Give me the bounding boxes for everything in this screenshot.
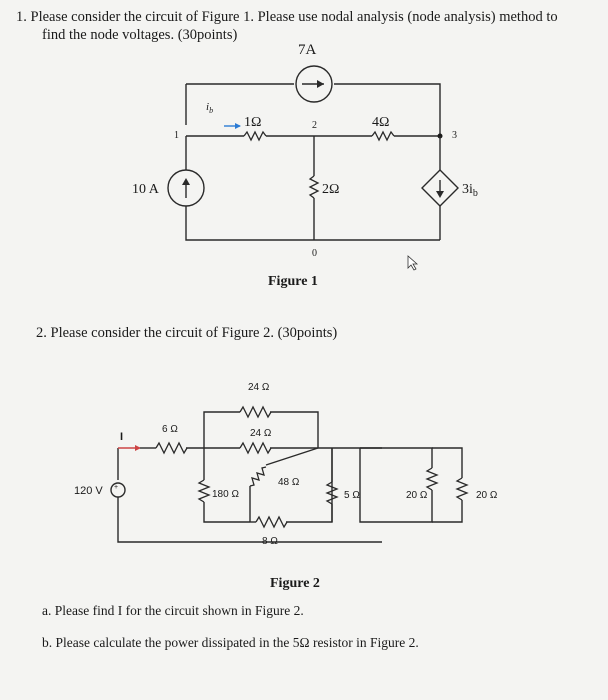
wire [432, 500, 463, 523]
resistor-2ohm [308, 175, 320, 199]
wire [265, 447, 319, 466]
part-b: b. Please calculate the power dissipated… [42, 635, 419, 650]
arrow-head [436, 191, 444, 198]
resistor-8ohm [255, 515, 288, 529]
resistor-5ohm [325, 481, 339, 505]
current-source-7a [295, 65, 333, 103]
question-1-line-1: 1. Please consider the circuit of Figure… [16, 9, 558, 25]
node-label-1: 1 [174, 130, 179, 141]
label-r1: 1Ω [244, 115, 261, 130]
arrow-head [182, 178, 190, 185]
label-10a: 10 A [132, 182, 160, 197]
figure-2-circuit: + 120 V I 6 Ω 24 Ω 24 Ω 180 Ω 48 Ω [74, 382, 498, 547]
label-180ohm: 180 Ω [212, 489, 239, 500]
node-label-3: 3 [452, 130, 457, 141]
resistor-20ohm-a [425, 467, 439, 491]
arrow-head [135, 445, 141, 451]
label-6ohm: 6 Ω [162, 424, 178, 435]
question-2: 2. Please consider the circuit of Figure… [36, 325, 338, 341]
resistor-24ohm-inner [239, 441, 272, 455]
label-3ib: 3ib [462, 182, 478, 199]
wire [185, 206, 440, 241]
ib-arrow-head [235, 123, 241, 129]
label-current-i: I [120, 431, 123, 443]
part-a: a. Please find I for the circuit shown i… [42, 603, 304, 618]
arrow-head [317, 80, 324, 88]
wire [203, 411, 240, 448]
resistor-1ohm [243, 130, 267, 142]
figure-1-caption: Figure 1 [268, 274, 318, 289]
node-label-2: 2 [312, 120, 317, 131]
resistor-4ohm [371, 130, 395, 142]
label-ib: ib [206, 101, 213, 115]
label-20ohm-b: 20 Ω [476, 490, 498, 501]
resistor-6ohm [155, 441, 188, 455]
label-7a: 7A [298, 42, 317, 58]
figure-1-circuit: 7A 1Ω 4Ω 1 2 3 ib 10 A 2Ω 0 [132, 42, 478, 271]
question-1-line-2: find the node voltages. (30points) [42, 27, 238, 43]
label-24ohm-a: 24 Ω [248, 382, 270, 393]
mouse-cursor-icon [407, 255, 419, 271]
wire [203, 502, 250, 523]
label-8ohm: 8 Ω [262, 536, 278, 547]
label-120v: 120 V [74, 485, 103, 497]
label-r2: 4Ω [372, 115, 389, 130]
resistor-180ohm [197, 479, 211, 503]
resistor-24ohm-top [239, 405, 272, 419]
wire [359, 448, 433, 523]
node-label-0: 0 [312, 248, 317, 259]
resistor-48ohm [249, 466, 267, 487]
wire [117, 497, 382, 543]
wire [334, 83, 441, 136]
plus-sign: + [114, 484, 118, 491]
figure-2-caption: Figure 2 [270, 576, 320, 591]
resistor-20ohm-b [455, 477, 469, 501]
wire [360, 447, 433, 468]
wire [270, 411, 319, 448]
label-24ohm-b: 24 Ω [250, 428, 272, 439]
label-5ohm: 5 Ω [344, 490, 360, 501]
wire [432, 447, 463, 478]
label-20ohm-a: 20 Ω [406, 490, 428, 501]
label-48ohm: 48 Ω [278, 477, 300, 488]
label-r3: 2Ω [322, 182, 339, 197]
